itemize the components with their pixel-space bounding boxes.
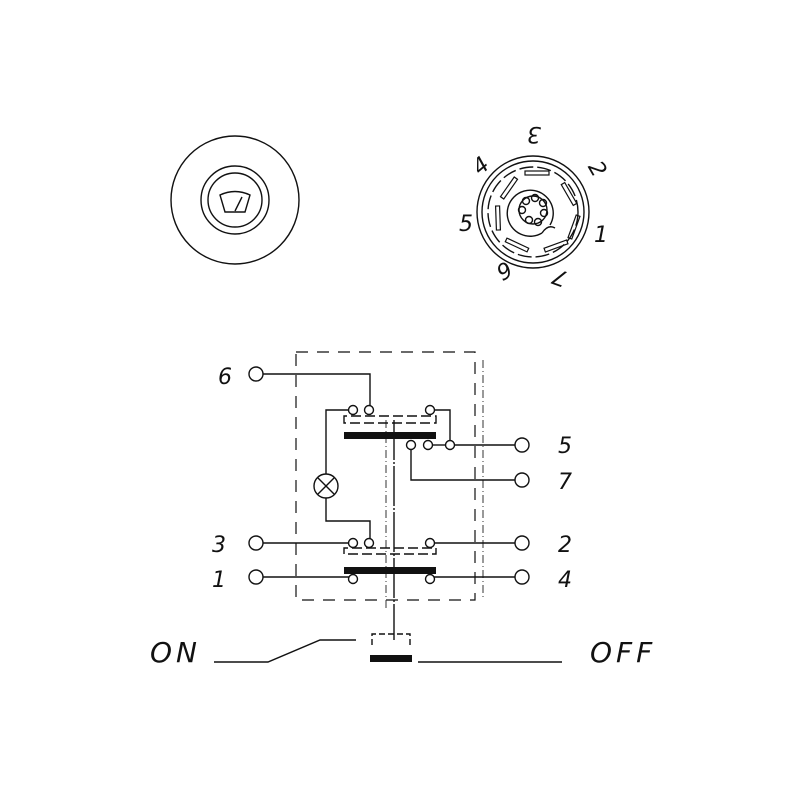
terminal-2 [514,535,530,551]
upper-contact-bridge [344,432,436,439]
wiper-icon [219,190,251,213]
terminal-label-6: 6 [218,365,232,390]
terminal-label-4: 4 [558,568,572,593]
terminal-3 [248,535,264,551]
switch-schematic: 6 3 1 5 7 2 4 [212,351,572,640]
off-position-label: OFF [590,636,656,669]
pin-label-7: 7 [549,262,571,290]
pin-label-1: 1 [594,223,608,248]
terminal-6 [248,366,264,382]
terminal-label-5: 5 [558,434,572,459]
terminal-label-1: 1 [212,568,226,593]
terminal-label-7: 7 [558,470,572,495]
terminal-label-2: 2 [558,533,572,558]
switch-actuator: ON OFF [150,633,656,669]
indicator-lamp-icon [313,473,339,499]
pin-label-6: 6 [491,255,516,284]
switch-knob-front-view [170,135,300,265]
pin-label-3: 3 [527,121,541,146]
on-position-label: ON [150,636,201,669]
terminal-4 [514,569,530,585]
terminal-label-3: 3 [212,533,226,558]
pin-label-2: 2 [582,157,611,182]
lower-contact-bridge [344,567,436,574]
terminal-1 [248,569,264,585]
connector-rear-view: 3 4 2 5 1 6 7 [459,121,611,291]
pin-label-5: 5 [459,212,473,237]
terminal-7 [514,472,530,488]
terminal-5 [514,437,530,453]
